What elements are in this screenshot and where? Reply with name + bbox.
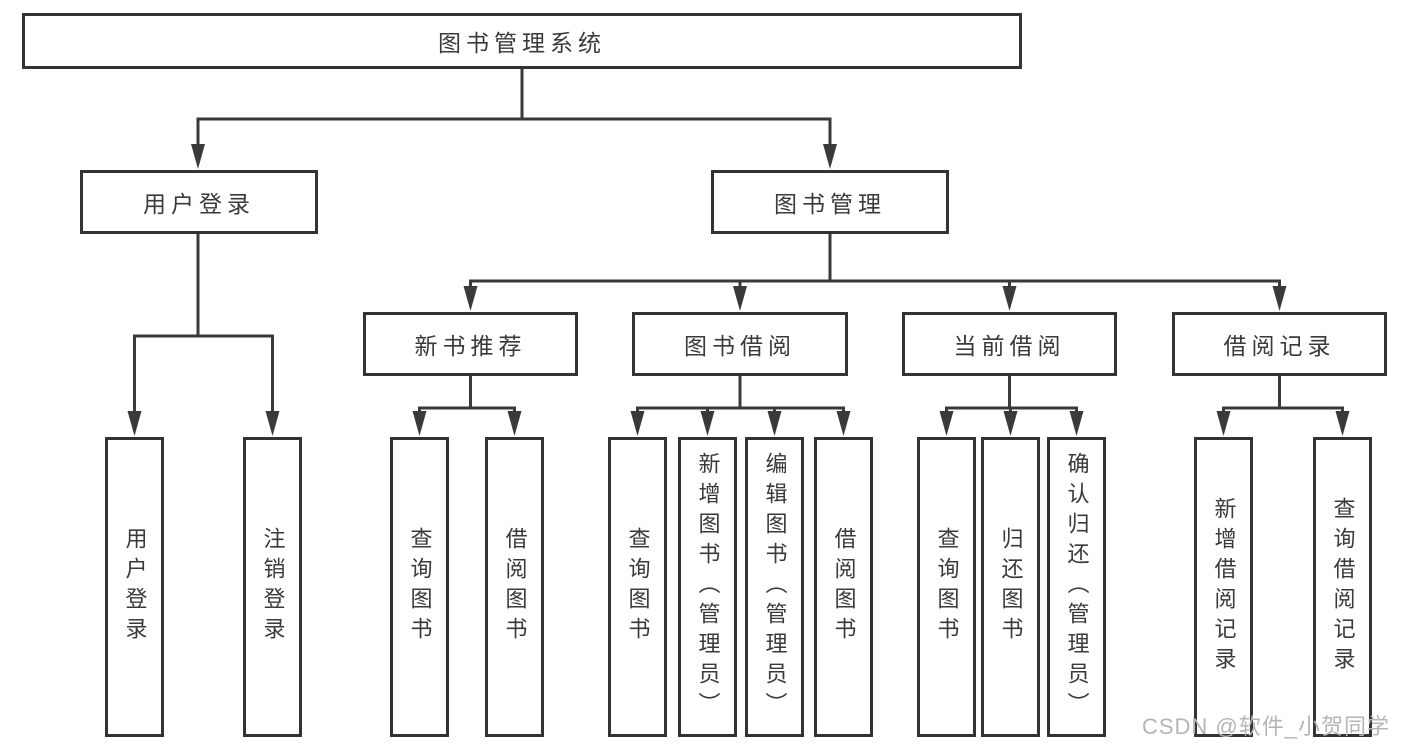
- node-book-management: 图书管理: [711, 170, 949, 234]
- leaf-query-book-2: 查询图书: [608, 437, 667, 737]
- leaf-return-book: 归还图书: [981, 437, 1040, 737]
- node-book-borrow: 图书借阅: [632, 312, 848, 376]
- node-user-login: 用户登录: [80, 170, 318, 234]
- node-root: 图书管理系统: [22, 13, 1022, 69]
- node-new-book-recommend: 新书推荐: [363, 312, 578, 376]
- leaf-add-borrow-record: 新增借阅记录: [1194, 437, 1253, 737]
- leaf-confirm-return-admin: 确认归还（管理员）: [1047, 437, 1106, 737]
- watermark: CSDN @软件_小贺同学: [1141, 714, 1390, 739]
- leaf-query-borrow-record: 查询借阅记录: [1313, 437, 1372, 737]
- leaf-query-book-3: 查询图书: [917, 437, 976, 737]
- arrowheads: [127, 144, 1350, 436]
- leaf-user-login: 用户登录: [105, 437, 164, 737]
- leaf-borrow-book: 借阅图书: [485, 437, 544, 737]
- node-current-borrow: 当前借阅: [902, 312, 1117, 376]
- leaf-borrow-book-2: 借阅图书: [814, 437, 873, 737]
- leaf-edit-book-admin: 编辑图书（管理员）: [745, 437, 804, 737]
- node-borrow-records: 借阅记录: [1172, 312, 1387, 376]
- leaf-query-book: 查询图书: [390, 437, 449, 737]
- leaf-logout: 注销登录: [243, 437, 302, 737]
- leaf-add-book-admin: 新增图书（管理员）: [678, 437, 737, 737]
